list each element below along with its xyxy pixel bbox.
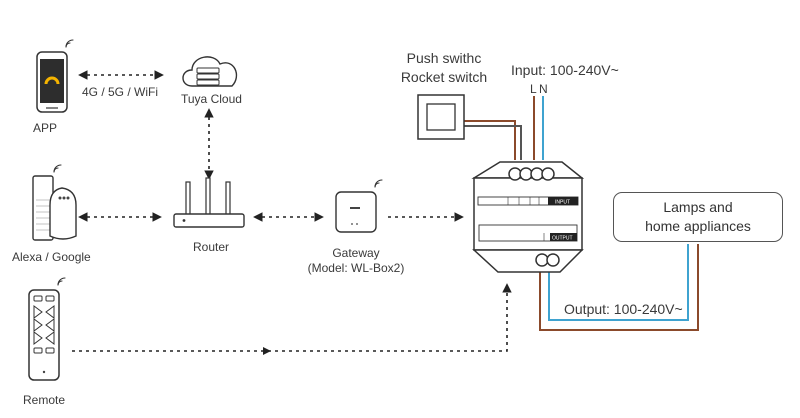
wall-switch-icon bbox=[417, 94, 465, 140]
remote-wifi-icon bbox=[57, 277, 66, 286]
switch-label-line2: Rocket switch bbox=[400, 69, 488, 85]
gateway-label: Gateway bbox=[332, 246, 380, 260]
lamps-appliances-box: Lamps and home appliances bbox=[613, 192, 783, 242]
smartphone-icon bbox=[36, 51, 68, 113]
lamps-label-line1: Lamps and bbox=[663, 199, 733, 215]
cloud-icon bbox=[182, 56, 238, 87]
router-label: Router bbox=[193, 240, 230, 254]
assistant-label: Alexa / Google bbox=[12, 250, 91, 264]
output-terminal-1 bbox=[535, 253, 549, 267]
phone-wifi-icon bbox=[65, 39, 74, 48]
switch-label-line1: Push swithc bbox=[406, 50, 482, 66]
input-voltage-label: Input: 100-240V~ bbox=[511, 62, 619, 78]
panel-input-label: INPUT bbox=[555, 199, 570, 205]
controller-device: INPUT OUTPUT bbox=[471, 161, 585, 273]
lamps-label-line2: home appliances bbox=[645, 218, 751, 234]
app-label: APP bbox=[33, 121, 58, 135]
gateway-model-label: (Model: WL-Box2) bbox=[307, 261, 405, 275]
remote-label: Remote bbox=[23, 393, 66, 407]
remote-controller-link bbox=[72, 283, 512, 352]
input-terminal-1 bbox=[508, 167, 522, 181]
router-icon bbox=[173, 177, 245, 228]
output-wire-neutral bbox=[548, 244, 689, 321]
cloud-label: Tuya Cloud bbox=[181, 92, 242, 106]
remote-link-midarrow bbox=[263, 347, 271, 355]
network-label: 4G / 5G / WiFi bbox=[82, 85, 159, 99]
terminal-l-label: L bbox=[530, 82, 537, 96]
gateway-wifi-icon bbox=[374, 179, 383, 188]
smart-speaker-icon bbox=[32, 175, 77, 241]
remote-control-icon bbox=[28, 289, 60, 381]
output-wire-live bbox=[539, 244, 699, 331]
gateway-icon bbox=[335, 191, 377, 233]
panel-output-label: OUTPUT bbox=[552, 236, 573, 242]
output-terminal-2 bbox=[546, 253, 560, 267]
speaker-wifi-icon bbox=[53, 164, 62, 173]
output-voltage-label: Output: 100-240V~ bbox=[564, 301, 683, 317]
input-terminal-4 bbox=[541, 167, 555, 181]
switch-wire-neutral bbox=[464, 125, 522, 160]
input-terminal-3 bbox=[530, 167, 544, 181]
terminal-n-label: N bbox=[539, 82, 548, 96]
input-terminal-2 bbox=[519, 167, 533, 181]
switch-wire-live bbox=[464, 120, 516, 160]
